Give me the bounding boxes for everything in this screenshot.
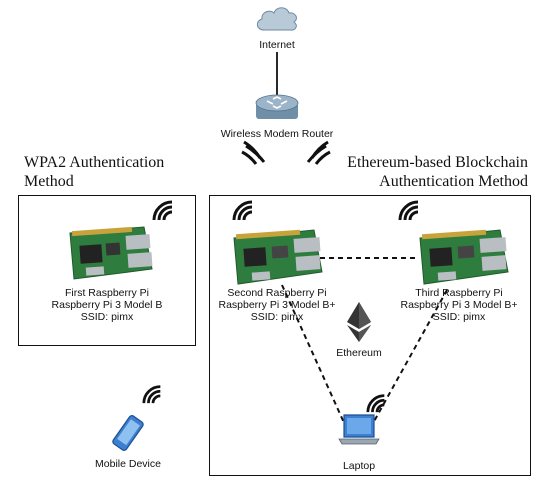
wpa2-title-line1: WPA2 Authentication (24, 154, 165, 171)
blockchain-group-title: Ethereum-based Blockchain Authentication… (347, 153, 528, 191)
pi2-laptop-link (281, 284, 346, 426)
router-wifi-right-icon (306, 140, 331, 165)
pi1-board-icon (69, 226, 153, 280)
cloud-icon (256, 7, 297, 31)
pi3-laptop-link (371, 289, 448, 426)
pi1-label: First Raspberry Pi Raspberry Pi 3 Model … (22, 287, 192, 323)
router-wifi-left-icon (241, 140, 266, 165)
pi2-board-icon (233, 229, 323, 285)
laptop-icon (338, 414, 380, 445)
pi1-name: First Raspberry Pi (64, 287, 149, 299)
wpa2-group-box (18, 195, 196, 346)
mobile-device-icon (112, 415, 144, 451)
internet-label: Internet (259, 39, 295, 51)
mobile-wifi-icon (142, 385, 161, 404)
wpa2-title-line2: Method (24, 173, 74, 190)
pi3-board-icon (419, 229, 509, 285)
wpa2-group-title: WPA2 Authentication Method (24, 153, 164, 191)
blockchain-group-box (209, 195, 531, 476)
blockchain-title-line2: Authentication Method (379, 173, 528, 190)
mobile-device-label: Mobile Device (95, 458, 161, 470)
pi3-ssid: SSID: pimx (432, 311, 486, 323)
ethereum-icon (347, 302, 371, 342)
pi2-wifi-icon (232, 200, 253, 221)
pi1-model: Raspberry Pi 3 Model B (51, 299, 163, 311)
pi3-name: Third Raspberry Pi (415, 287, 503, 299)
pi3-model: Raspberry Pi 3 Model B+ (400, 299, 518, 311)
laptop-wifi-icon (366, 394, 385, 413)
router-label: Wireless Modem Router (220, 128, 334, 140)
pi1-ssid: SSID: pimx (80, 311, 134, 323)
pi1-wifi-icon (152, 200, 173, 221)
pi2-model: Raspberry Pi 3 Model B+ (218, 299, 336, 311)
laptop-label: Laptop (342, 460, 376, 472)
pi2-label: Second Raspberry Pi Raspberry Pi 3 Model… (202, 287, 352, 323)
pi3-wifi-icon (398, 200, 419, 221)
router-icon (255, 94, 299, 119)
pi3-label: Third Raspberry Pi Raspberry Pi 3 Model … (384, 287, 534, 323)
blockchain-title-line1: Ethereum-based Blockchain (347, 154, 528, 171)
ethereum-label: Ethereum (336, 347, 382, 359)
pi2-ssid: SSID: pimx (250, 311, 304, 323)
pi2-name: Second Raspberry Pi (227, 287, 327, 299)
